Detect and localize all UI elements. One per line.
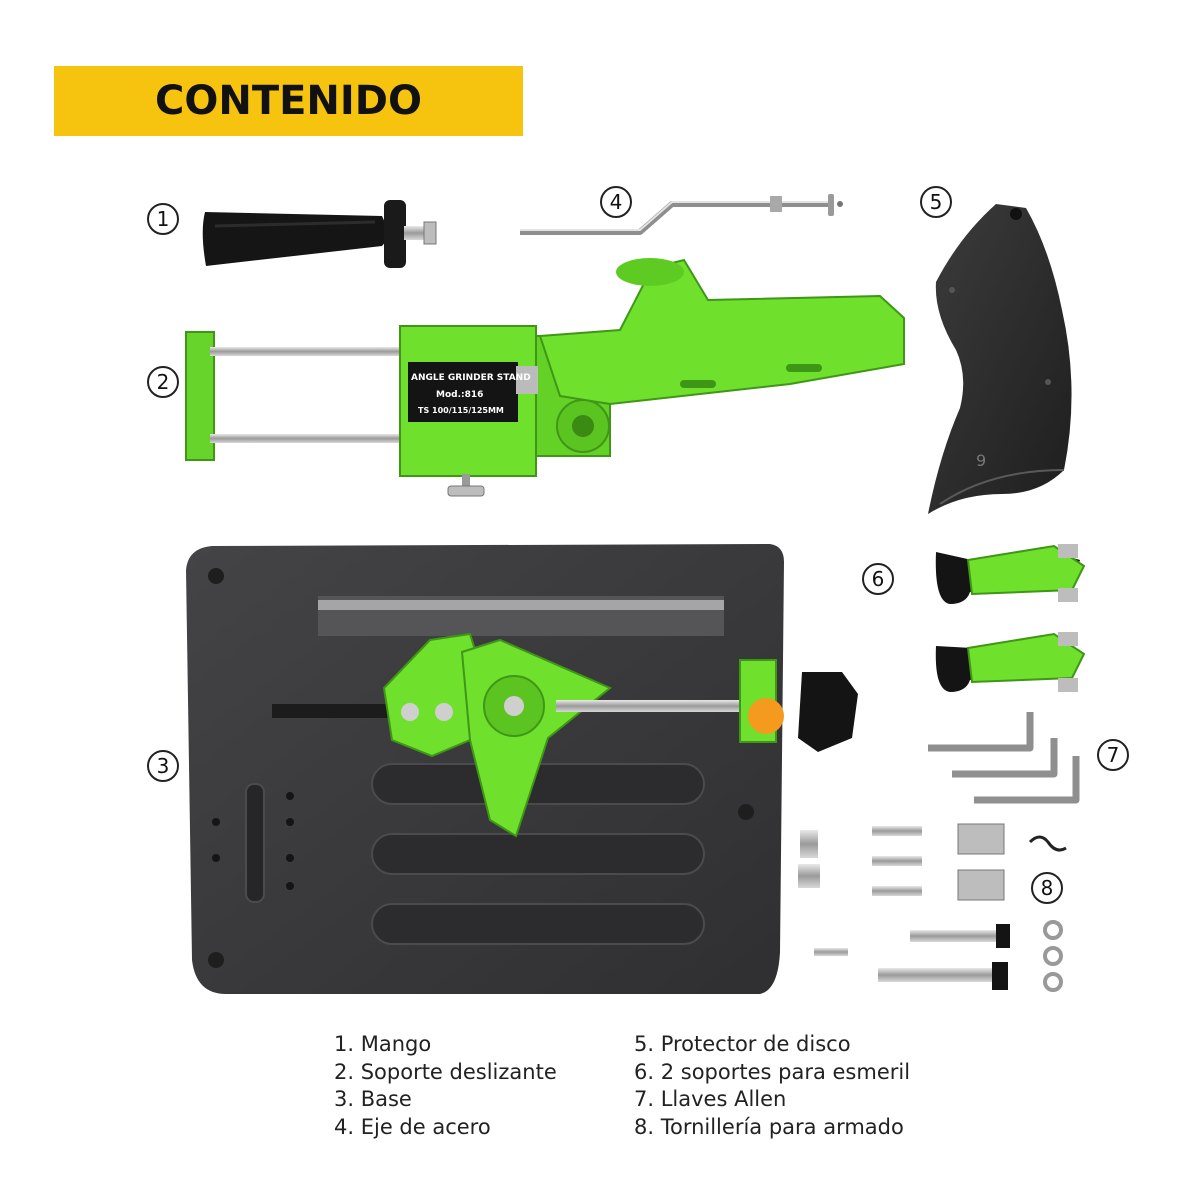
contents-title: CONTENIDO <box>154 78 422 124</box>
legend-item-3: 3. Base <box>334 1087 412 1111</box>
base-clamp-part <box>382 632 858 838</box>
badge-8: 8 <box>1031 872 1063 904</box>
badge-3: 3 <box>147 750 179 782</box>
guard-mark: 9 <box>976 451 986 470</box>
stand-label-line1: ANGLE GRINDER STAND <box>411 373 531 383</box>
stand-label-line3: TS 100/115/125MM <box>418 406 504 415</box>
badge-4: 4 <box>600 186 632 218</box>
hardware-part <box>798 823 1067 992</box>
steel-axle-part <box>520 194 843 235</box>
badge-1: 1 <box>147 203 179 235</box>
badge-5: 5 <box>920 186 952 218</box>
badge-6: 6 <box>862 563 894 595</box>
legend-right-column: 5. Protector de disco 6. 2 soportes para… <box>634 1031 910 1141</box>
legend-item-8: 8. Tornillería para armado <box>634 1114 904 1139</box>
sliding-support-part <box>185 258 905 497</box>
badge-7: 7 <box>1097 739 1129 771</box>
legend-item-4: 4. Eje de acero <box>334 1114 491 1139</box>
allen-keys-part <box>928 712 1080 804</box>
legend-item-5: 5. Protector de disco <box>634 1032 851 1056</box>
disc-guard-part <box>928 204 1072 514</box>
grinder-support-part-1 <box>935 544 1086 604</box>
stand-label-line2: Mod.:816 <box>436 390 483 400</box>
legend-item-2: 2. Soporte deslizante <box>334 1059 557 1084</box>
legend-item-1: 1. Mango <box>334 1032 432 1056</box>
grinder-support-part-2 <box>935 632 1086 692</box>
legend-item-7: 7. Llaves Allen <box>634 1087 787 1111</box>
handle-part <box>202 200 437 268</box>
legend-left-column: 1. Mango 2. Soporte deslizante 3. Base 4… <box>334 1031 557 1141</box>
legend-item-6: 6. 2 soportes para esmeril <box>634 1059 911 1084</box>
badge-2: 2 <box>147 366 179 398</box>
contents-banner: CONTENIDO <box>54 66 523 136</box>
